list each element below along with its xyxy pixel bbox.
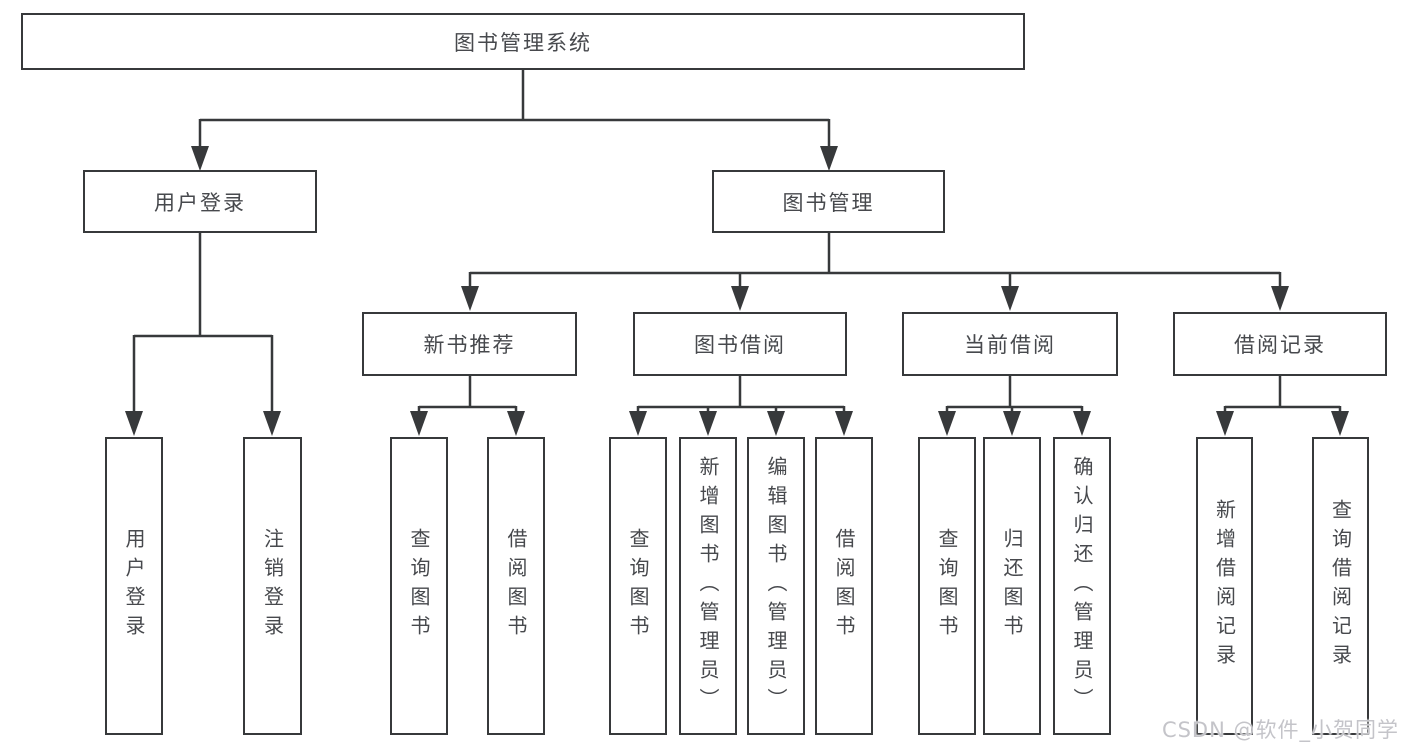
node-borrow-record: 借阅记录 — [1173, 312, 1387, 376]
leaf-query-books-1: 查询图书 — [390, 437, 448, 735]
arrowheads — [125, 146, 1349, 436]
leaf-confirm-return-admin: 确认归还（管理员） — [1053, 437, 1111, 735]
leaf-query-books-3: 查询图书 — [918, 437, 976, 735]
node-book-borrow-label: 图书借阅 — [694, 333, 786, 357]
leaf-label: 查询图书 — [935, 528, 959, 644]
leaf-borrow-books-2: 借阅图书 — [815, 437, 873, 735]
leaf-add-borrow-record: 新增借阅记录 — [1196, 437, 1253, 735]
leaf-label: 用户登录 — [122, 528, 146, 644]
node-root-label: 图书管理系统 — [454, 30, 592, 55]
leaf-edit-book-admin: 编辑图书（管理员） — [747, 437, 805, 735]
leaf-label: 查询借阅记录 — [1328, 499, 1353, 673]
leaf-label: 查询图书 — [407, 528, 431, 644]
node-current-borrow: 当前借阅 — [902, 312, 1118, 376]
leaf-query-books-2: 查询图书 — [609, 437, 667, 735]
node-user-login: 用户登录 — [83, 170, 317, 233]
leaf-label: 归还图书 — [1000, 528, 1024, 644]
node-user-login-label: 用户登录 — [154, 190, 246, 215]
csdn-watermark: CSDN @软件_小贺同学 — [1161, 718, 1399, 742]
leaf-borrow-books-1: 借阅图书 — [487, 437, 545, 735]
leaf-label: 确认归还（管理员） — [1070, 455, 1094, 717]
leaf-return-book: 归还图书 — [983, 437, 1041, 735]
node-root: 图书管理系统 — [21, 13, 1025, 70]
leaf-add-book-admin: 新增图书（管理员） — [679, 437, 737, 735]
leaf-user-login: 用户登录 — [105, 437, 163, 735]
leaf-label: 新增借阅记录 — [1212, 499, 1237, 673]
node-book-borrow: 图书借阅 — [633, 312, 847, 376]
node-borrow-record-label: 借阅记录 — [1234, 333, 1326, 357]
node-new-book-recommend-label: 新书推荐 — [423, 333, 516, 357]
leaf-label: 查询图书 — [626, 528, 650, 644]
node-new-book-recommend: 新书推荐 — [362, 312, 577, 376]
node-book-management-label: 图书管理 — [782, 190, 875, 215]
leaf-label: 新增图书（管理员） — [696, 455, 720, 717]
node-current-borrow-label: 当前借阅 — [964, 333, 1056, 357]
leaf-query-borrow-record: 查询借阅记录 — [1312, 437, 1369, 735]
leaf-label: 借阅图书 — [832, 528, 856, 644]
node-book-management: 图书管理 — [712, 170, 945, 233]
leaf-label: 借阅图书 — [504, 528, 528, 644]
leaf-logout: 注销登录 — [243, 437, 302, 735]
leaf-label: 编辑图书（管理员） — [764, 455, 788, 717]
leaf-label: 注销登录 — [260, 528, 285, 644]
